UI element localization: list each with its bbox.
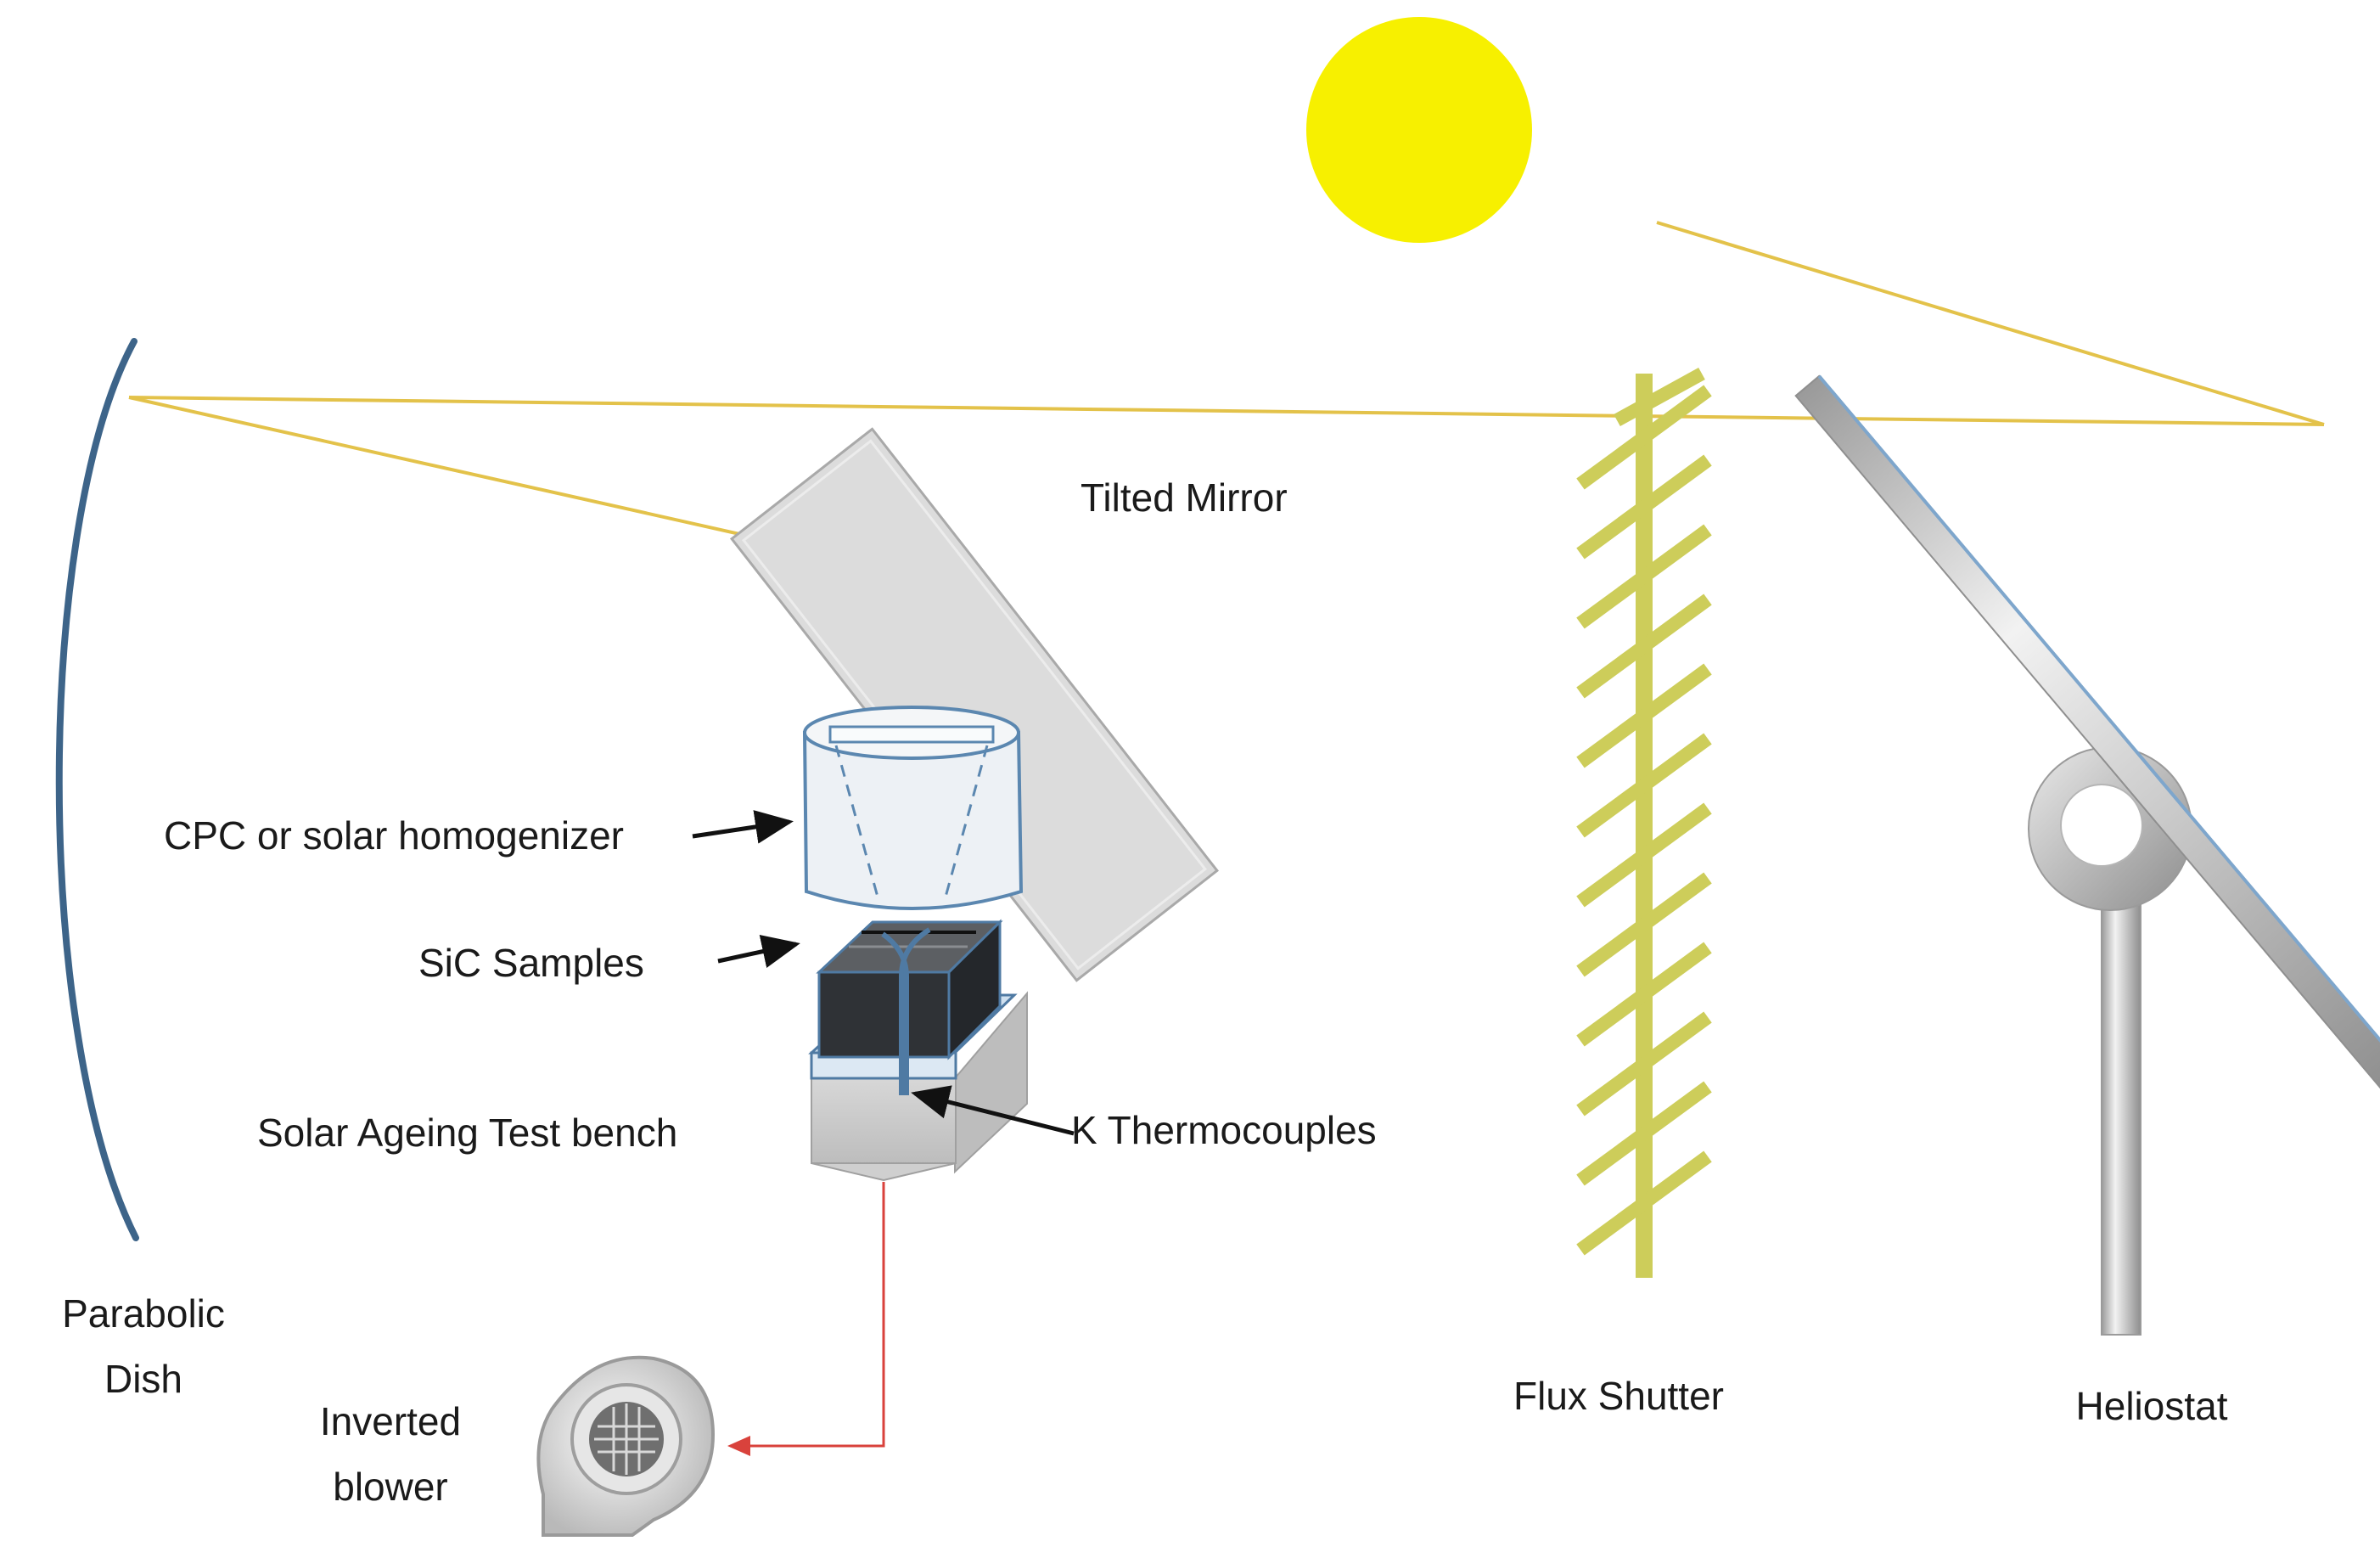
tilted-mirror-label: Tilted Mirror — [1081, 475, 1288, 520]
sun-rays — [128, 221, 2325, 714]
shutter-blade — [1576, 802, 1712, 908]
k-thermocouples — [881, 927, 931, 1095]
shutter-blade — [1576, 942, 1712, 1047]
flux-shutter-blades — [1576, 367, 1712, 1256]
flux-shutter-label: Flux Shutter — [1513, 1374, 1724, 1418]
sic-arrow — [717, 934, 800, 969]
inverted-blower-icon — [536, 1355, 716, 1537]
shutter-blade — [1576, 1081, 1712, 1186]
heliostat-label: Heliostat — [2076, 1384, 2228, 1428]
test-bench-label: Solar Ageing Test bench — [257, 1111, 677, 1155]
shutter-blade — [1576, 454, 1712, 560]
inverted-blower-label-line1: Inverted — [320, 1399, 461, 1443]
shutter-blade — [1576, 733, 1712, 838]
shutter-blade — [1576, 593, 1712, 699]
shutter-blade — [1576, 524, 1712, 629]
heliostat — [1794, 374, 2380, 1336]
shutter-blade — [1576, 663, 1712, 768]
cpc-arrow — [692, 810, 794, 844]
label-arrows — [692, 810, 1075, 1136]
parabolic-dish — [55, 338, 139, 1241]
shutter-blade — [1576, 385, 1712, 490]
air-duct-line — [727, 1182, 885, 1456]
shutter-blade — [1576, 1150, 1712, 1256]
sun-icon — [1306, 17, 1532, 243]
sic-samples-label: SiC Samples — [418, 941, 644, 985]
cpc-homogenizer — [802, 706, 1024, 910]
cpc-label: CPC or solar homogenizer — [164, 813, 624, 858]
thermocouple-arrow — [911, 1085, 1075, 1136]
shutter-blade — [1576, 872, 1712, 977]
parabolic-dish-label-line1: Parabolic — [62, 1291, 225, 1336]
shutter-blade — [1576, 1011, 1712, 1116]
parabolic-dish-label-line2: Dish — [104, 1357, 182, 1401]
incoming-ray — [1656, 221, 2325, 426]
shutter-blade — [1614, 367, 1705, 427]
dish-focused-ray — [128, 396, 858, 562]
inverted-blower-label-line2: blower — [333, 1465, 448, 1509]
heliostat-reflected-ray — [128, 396, 2325, 426]
thermocouples-label: K Thermocouples — [1071, 1108, 1377, 1152]
